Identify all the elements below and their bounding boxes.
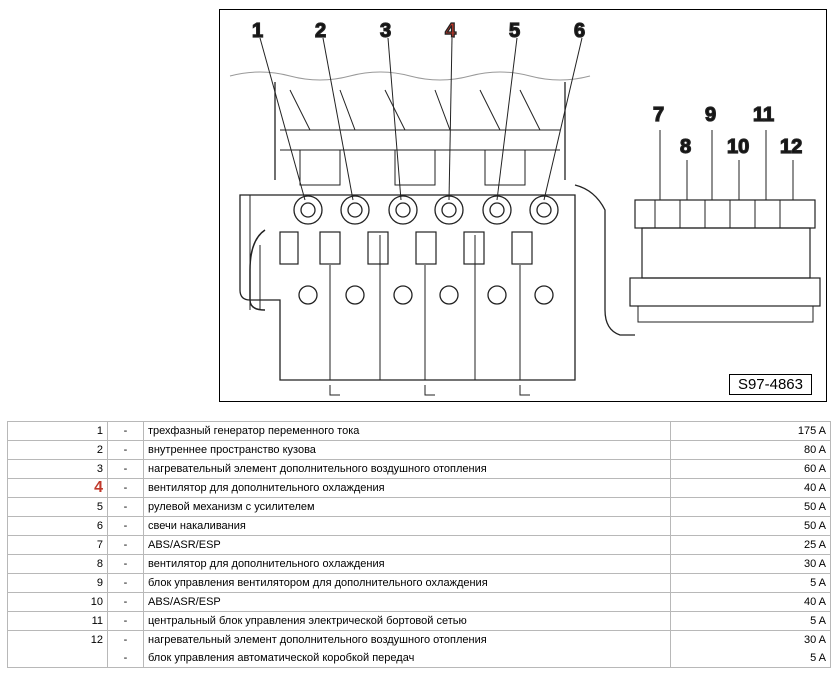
callout-4: 4 (445, 20, 457, 42)
callout-7: 7 (653, 104, 664, 126)
fuse-description: свечи накаливания (143, 516, 671, 536)
fuse-number: 3 (7, 459, 108, 479)
fuse-rating: 25 A (670, 535, 831, 555)
fuse-number (7, 649, 108, 668)
fuse-rating: 30 A (670, 630, 831, 649)
fuse-description: трехфазный генератор переменного тока (143, 421, 671, 441)
fuse-number: 9 (7, 573, 108, 593)
table-row: 4 - вентилятор для дополнительного охлаж… (7, 478, 831, 498)
fuse-description: ABS/ASR/ESP (143, 535, 671, 555)
callout-10: 10 (727, 136, 749, 158)
fuse-rating: 30 A (670, 554, 831, 574)
table-row: 10 - ABS/ASR/ESP 40 A (7, 592, 831, 612)
table-row: 8 - вентилятор для дополнительного охлаж… (7, 554, 831, 574)
fuse-rating: 50 A (670, 497, 831, 517)
dash: - (107, 516, 144, 536)
dash: - (107, 573, 144, 593)
diagram-code: S97-4863 (728, 374, 812, 395)
fuse-rating: 5 A (670, 611, 831, 631)
dash: - (107, 421, 144, 441)
callout-8: 8 (680, 136, 691, 158)
fuse-description: вентилятор для дополнительного охлаждени… (143, 478, 671, 498)
callout-6: 6 (574, 20, 585, 42)
fuse-description: вентилятор для дополнительного охлаждени… (143, 554, 671, 574)
table-row: - блок управления автоматической коробко… (7, 649, 831, 668)
dash: - (107, 478, 144, 498)
table-row: 11 - центральный блок управления электри… (7, 611, 831, 631)
callout-11: 11 (753, 104, 774, 126)
fuse-rating: 40 A (670, 478, 831, 498)
callout-12: 12 (780, 136, 802, 158)
fuse-number: 12 (7, 630, 108, 649)
fuse-rating: 60 A (670, 459, 831, 479)
dash: - (107, 611, 144, 631)
fuse-number: 1 (7, 421, 108, 441)
bolt-row (293, 195, 559, 225)
fuse-description: блок управления вентилятором для дополни… (143, 573, 671, 593)
fuse-description: рулевой механизм с усилителем (143, 497, 671, 517)
table-row: 3 - нагревательный элемент дополнительно… (7, 459, 831, 479)
fuse-rating: 80 A (670, 440, 831, 460)
table-row: 12 - нагревательный элемент дополнительн… (7, 630, 831, 649)
table-row: 7 - ABS/ASR/ESP 25 A (7, 535, 831, 555)
callout-1: 1 (252, 20, 263, 42)
table-row: 9 - блок управления вентилятором для доп… (7, 573, 831, 593)
callout-5: 5 (509, 20, 520, 42)
fuse-number: 2 (7, 440, 108, 460)
dash: - (107, 630, 144, 649)
fuse-description: блок управления автоматической коробкой … (143, 649, 671, 668)
callout-9: 9 (705, 104, 716, 126)
dash: - (107, 497, 144, 517)
fuse-description: внутреннее пространство кузова (143, 440, 671, 460)
fuse-box-drawing: 1 2 3 4 5 6 7 8 9 10 11 12 (229, 19, 821, 396)
fuse-box-diagram: 1 2 3 4 5 6 7 8 9 10 11 12 S97-4863 (219, 9, 827, 402)
fuse-rating: 5 A (670, 573, 831, 593)
table-row: 6 - свечи накаливания 50 A (7, 516, 831, 536)
fuse-number: 10 (7, 592, 108, 612)
fuse-number: 7 (7, 535, 108, 555)
fuse-rating: 50 A (670, 516, 831, 536)
table-row: 1 - трехфазный генератор переменного ток… (7, 421, 831, 441)
dash: - (107, 535, 144, 555)
fuse-number: 11 (7, 611, 108, 631)
fuse-rating: 40 A (670, 592, 831, 612)
dash: - (107, 554, 144, 574)
fuse-number: 6 (7, 516, 108, 536)
fuse-description: ABS/ASR/ESP (143, 592, 671, 612)
callout-3: 3 (380, 20, 391, 42)
fuse-number: 5 (7, 497, 108, 517)
leader-lines (259, 37, 583, 201)
table-row: 2 - внутреннее пространство кузова 80 A (7, 440, 831, 460)
lower-holes (298, 285, 554, 305)
fuse-block (239, 194, 576, 396)
dash: - (107, 459, 144, 479)
fuse-description: нагревательный элемент дополнительного в… (143, 459, 671, 479)
fuse-description: центральный блок управления электрическо… (143, 611, 671, 631)
table-row: 5 - рулевой механизм с усилителем 50 A (7, 497, 831, 517)
dash: - (107, 440, 144, 460)
fuse-blades (279, 231, 533, 265)
fuse-rating: 175 A (670, 421, 831, 441)
dash: - (107, 649, 144, 668)
fuse-table: 1 - трехфазный генератор переменного ток… (7, 421, 831, 668)
fuse-number: 8 (7, 554, 108, 574)
callout-2: 2 (315, 20, 326, 42)
dash: - (107, 592, 144, 612)
fuse-number: 4 (7, 478, 108, 498)
housing-top (274, 82, 566, 186)
mini-fuse-module (574, 130, 821, 336)
fuse-description: нагревательный элемент дополнительного в… (143, 630, 671, 649)
fuse-rating: 5 A (670, 649, 831, 668)
